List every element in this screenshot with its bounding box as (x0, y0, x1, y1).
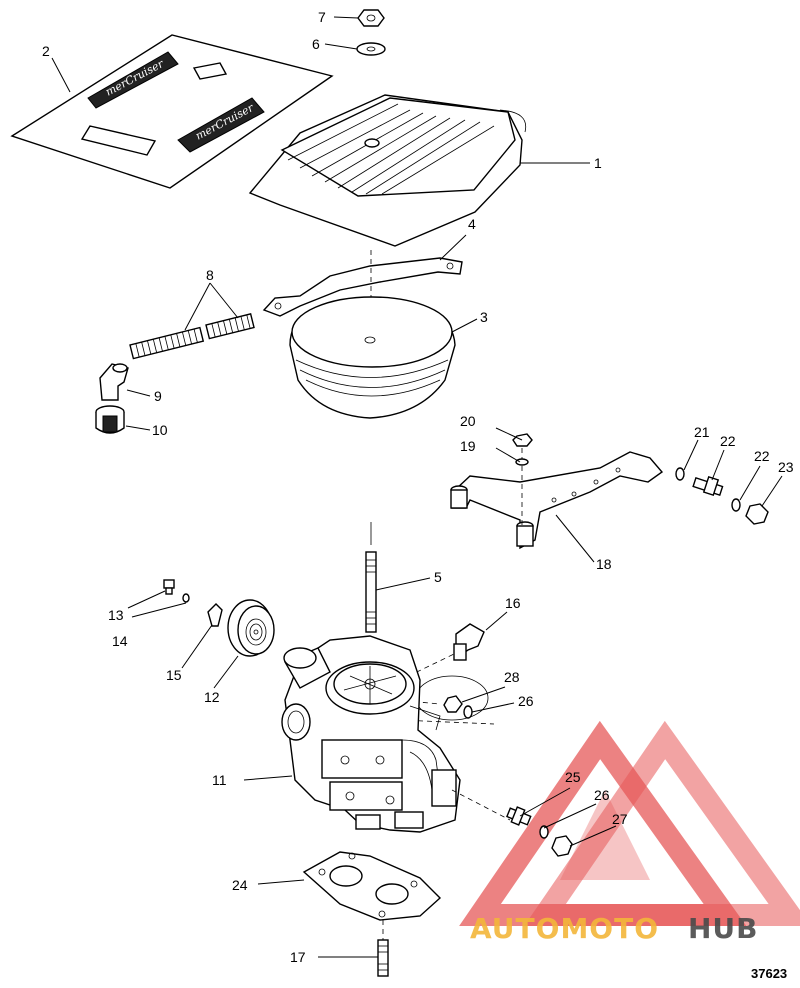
callout-10: 10 (152, 422, 168, 438)
callout-2: 2 (42, 43, 50, 59)
callout-27: 27 (612, 811, 628, 827)
stud-icon (692, 475, 724, 497)
nut-icon (745, 503, 769, 525)
callout-3: 3 (480, 309, 488, 325)
washer-icon (515, 458, 529, 466)
washer-icon (463, 705, 473, 719)
callout-26b: 26 (594, 787, 610, 803)
throttle-bracket-icon (450, 448, 664, 550)
callout-15: 15 (166, 667, 182, 683)
callout-4: 4 (468, 216, 476, 232)
callout-22a: 21 (694, 424, 710, 440)
fitting-icon (453, 623, 485, 661)
callout-labels: 7 6 2 1 4 8 3 9 10 20 19 21 22 22 23 18 … (42, 9, 794, 965)
callout-1: 1 (594, 155, 602, 171)
figure-number: 37623 (751, 966, 787, 981)
washer-icon (539, 825, 549, 839)
flame-arrestor-icon (289, 296, 456, 419)
callout-12: 12 (204, 689, 220, 705)
callout-20: 20 (460, 413, 476, 429)
screw-icon (163, 579, 175, 595)
callout-22b: 22 (754, 448, 770, 464)
nut-icon (357, 9, 385, 27)
watermark-text-1: AUTOMOTO (470, 912, 659, 945)
gasket-icon (302, 851, 442, 940)
grommet-icon (95, 405, 125, 434)
watermark-text-2: HUB (688, 912, 759, 945)
screw-icon (506, 806, 532, 826)
hose-icon (129, 313, 255, 360)
callout-13: 13 (108, 607, 124, 623)
nut-icon (551, 835, 573, 857)
washer-icon (182, 593, 190, 603)
watermark-wordmark: AUTOMOTO HUB (470, 912, 759, 945)
callout-19: 19 (460, 438, 476, 454)
callout-25: 25 (565, 769, 581, 785)
callout-26a: 26 (518, 693, 534, 709)
choke-thermostat-icon (227, 599, 275, 657)
callout-16: 16 (505, 595, 521, 611)
clip-icon (207, 603, 223, 627)
watermark-triangle-icon (459, 720, 747, 926)
elbow-fitting-icon (99, 363, 129, 401)
carburetor-icon (281, 635, 461, 833)
callout-8: 8 (206, 267, 214, 283)
callout-23: 23 (778, 459, 794, 475)
callout-6: 6 (312, 36, 320, 52)
leader-lines (51, 16, 783, 958)
nut-icon (512, 433, 533, 447)
decal-sheet-icon: merCruiser merCruiser (10, 34, 334, 189)
callout-9: 9 (154, 388, 162, 404)
stud-icon (365, 522, 377, 633)
callout-11: 11 (212, 772, 227, 788)
plug-icon (415, 675, 489, 721)
callout-21: 22 (720, 433, 736, 449)
watermark-logo (459, 720, 800, 926)
flame-arrestor-cover-icon (248, 94, 527, 247)
stud-icon (377, 939, 389, 977)
callout-28: 28 (504, 669, 520, 685)
callout-18: 18 (596, 556, 612, 572)
callout-17: 17 (290, 949, 306, 965)
washer-icon (356, 42, 386, 56)
callout-5: 5 (434, 569, 442, 585)
callout-7: 7 (318, 9, 326, 25)
callout-24: 24 (232, 877, 248, 893)
washer-icon (675, 467, 741, 512)
callout-14-label: 14 (112, 633, 128, 649)
